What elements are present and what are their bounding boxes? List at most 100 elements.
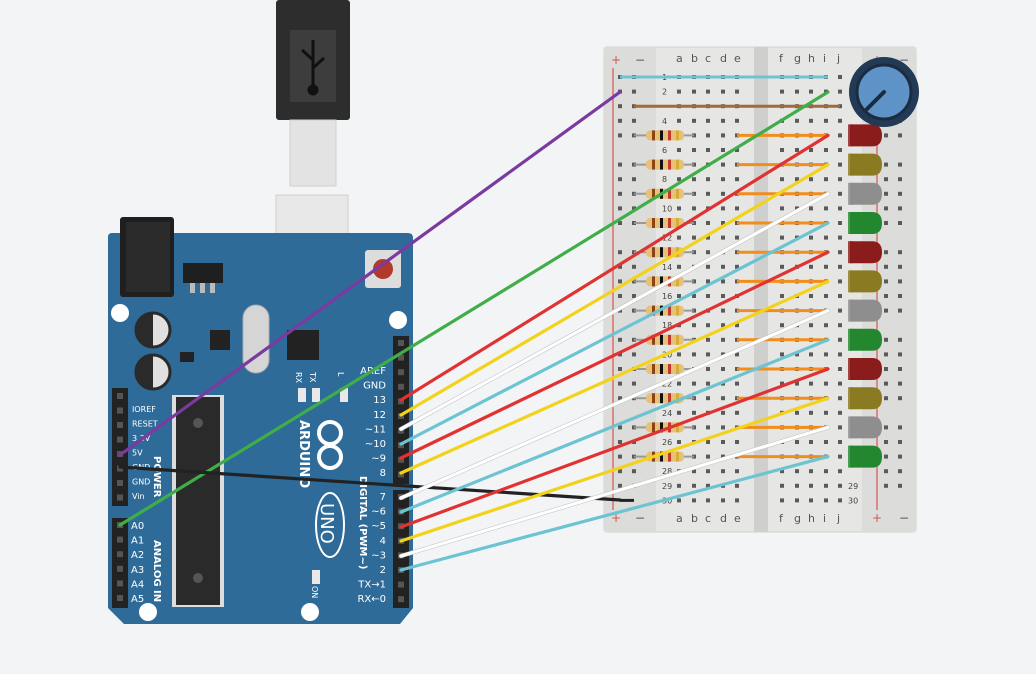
- led[interactable]: [848, 153, 882, 176]
- rail-hole[interactable]: [632, 206, 636, 211]
- breadboard-hole[interactable]: [824, 118, 828, 123]
- wire[interactable]: [118, 90, 622, 457]
- breadboard-hole[interactable]: [795, 177, 799, 182]
- rail-hole[interactable]: [898, 337, 902, 342]
- header-pin[interactable]: [398, 383, 404, 390]
- breadboard-hole[interactable]: [838, 440, 842, 444]
- breadboard-hole[interactable]: [824, 235, 828, 240]
- breadboard-hole[interactable]: [721, 148, 725, 152]
- breadboard-hole[interactable]: [824, 483, 828, 488]
- breadboard-hole[interactable]: [721, 440, 725, 444]
- breadboard-hole[interactable]: [721, 118, 725, 123]
- rail-hole[interactable]: [884, 308, 888, 313]
- breadboard-hole[interactable]: [735, 381, 739, 386]
- breadboard-hole[interactable]: [706, 323, 710, 328]
- rail-hole[interactable]: [618, 133, 622, 138]
- breadboard-hole[interactable]: [809, 89, 813, 94]
- breadboard-hole[interactable]: [735, 352, 739, 357]
- led[interactable]: [848, 416, 882, 439]
- breadboard-hole[interactable]: [838, 352, 842, 357]
- breadboard-hole[interactable]: [838, 367, 842, 371]
- led[interactable]: [848, 358, 882, 380]
- header-pin[interactable]: [398, 354, 404, 361]
- breadboard-hole[interactable]: [809, 148, 813, 152]
- resistor[interactable]: [646, 334, 684, 345]
- breadboard-hole[interactable]: [677, 498, 681, 503]
- header-pin[interactable]: [117, 580, 123, 587]
- rail-hole[interactable]: [884, 367, 888, 371]
- rail-hole[interactable]: [884, 264, 888, 269]
- breadboard-hole[interactable]: [735, 483, 739, 488]
- breadboard-hole[interactable]: [706, 440, 710, 444]
- breadboard-hole[interactable]: [721, 264, 725, 269]
- breadboard-hole[interactable]: [780, 323, 784, 328]
- breadboard-hole[interactable]: [677, 440, 681, 444]
- breadboard-hole[interactable]: [706, 133, 710, 138]
- rail-hole[interactable]: [898, 381, 902, 386]
- breadboard-hole[interactable]: [838, 381, 842, 386]
- rail-hole[interactable]: [898, 440, 902, 444]
- rail-hole[interactable]: [884, 206, 888, 211]
- rail-hole[interactable]: [618, 440, 622, 444]
- breadboard-hole[interactable]: [692, 469, 696, 474]
- breadboard-hole[interactable]: [692, 381, 696, 386]
- breadboard-hole[interactable]: [706, 396, 710, 401]
- wire[interactable]: [399, 163, 830, 417]
- wire[interactable]: [399, 338, 830, 514]
- rail-hole[interactable]: [884, 162, 888, 167]
- rail-hole[interactable]: [898, 177, 902, 182]
- rail-hole[interactable]: [618, 367, 622, 371]
- rail-hole[interactable]: [618, 191, 622, 196]
- header-pin[interactable]: [117, 480, 123, 486]
- breadboard-hole[interactable]: [838, 250, 842, 255]
- breadboard-hole[interactable]: [795, 498, 799, 503]
- breadboard-hole[interactable]: [721, 221, 725, 225]
- breadboard-hole[interactable]: [735, 469, 739, 474]
- breadboard-hole[interactable]: [838, 279, 842, 284]
- rail-hole[interactable]: [898, 133, 902, 138]
- breadboard-hole[interactable]: [735, 177, 739, 182]
- breadboard-hole[interactable]: [735, 235, 739, 240]
- rail-hole[interactable]: [618, 177, 622, 182]
- rail-hole[interactable]: [632, 381, 636, 386]
- rail-hole[interactable]: [898, 162, 902, 167]
- breadboard-hole[interactable]: [780, 148, 784, 152]
- rail-hole[interactable]: [618, 337, 622, 342]
- rail-hole[interactable]: [618, 162, 622, 167]
- rail-hole[interactable]: [884, 469, 888, 474]
- breadboard-hole[interactable]: [721, 454, 725, 459]
- breadboard-hole[interactable]: [706, 264, 710, 269]
- breadboard-hole[interactable]: [721, 396, 725, 401]
- breadboard-hole[interactable]: [706, 250, 710, 255]
- breadboard-hole[interactable]: [838, 410, 842, 415]
- rail-hole[interactable]: [884, 352, 888, 357]
- breadboard-hole[interactable]: [692, 323, 696, 328]
- rail-hole[interactable]: [884, 425, 888, 430]
- rail-hole[interactable]: [898, 279, 902, 284]
- breadboard-hole[interactable]: [824, 148, 828, 152]
- breadboard-hole[interactable]: [780, 469, 784, 474]
- rail-hole[interactable]: [632, 118, 636, 123]
- breadboard-hole[interactable]: [706, 469, 710, 474]
- breadboard-hole[interactable]: [706, 191, 710, 196]
- rail-hole[interactable]: [884, 381, 888, 386]
- header-pin[interactable]: [398, 596, 404, 603]
- breadboard-hole[interactable]: [809, 410, 813, 415]
- rail-hole[interactable]: [618, 250, 622, 255]
- rail-hole[interactable]: [632, 89, 636, 94]
- breadboard-hole[interactable]: [824, 381, 828, 386]
- breadboard-hole[interactable]: [735, 323, 739, 328]
- breadboard-hole[interactable]: [692, 148, 696, 152]
- header-pin[interactable]: [398, 340, 404, 346]
- rail-hole[interactable]: [884, 396, 888, 401]
- led[interactable]: [848, 328, 882, 351]
- breadboard-hole[interactable]: [706, 221, 710, 225]
- breadboard-hole[interactable]: [721, 367, 725, 371]
- breadboard-hole[interactable]: [838, 206, 842, 211]
- rail-hole[interactable]: [884, 279, 888, 284]
- rail-hole[interactable]: [898, 294, 902, 298]
- breadboard-hole[interactable]: [721, 308, 725, 313]
- breadboard-hole[interactable]: [721, 191, 725, 196]
- header-pin[interactable]: [398, 581, 404, 588]
